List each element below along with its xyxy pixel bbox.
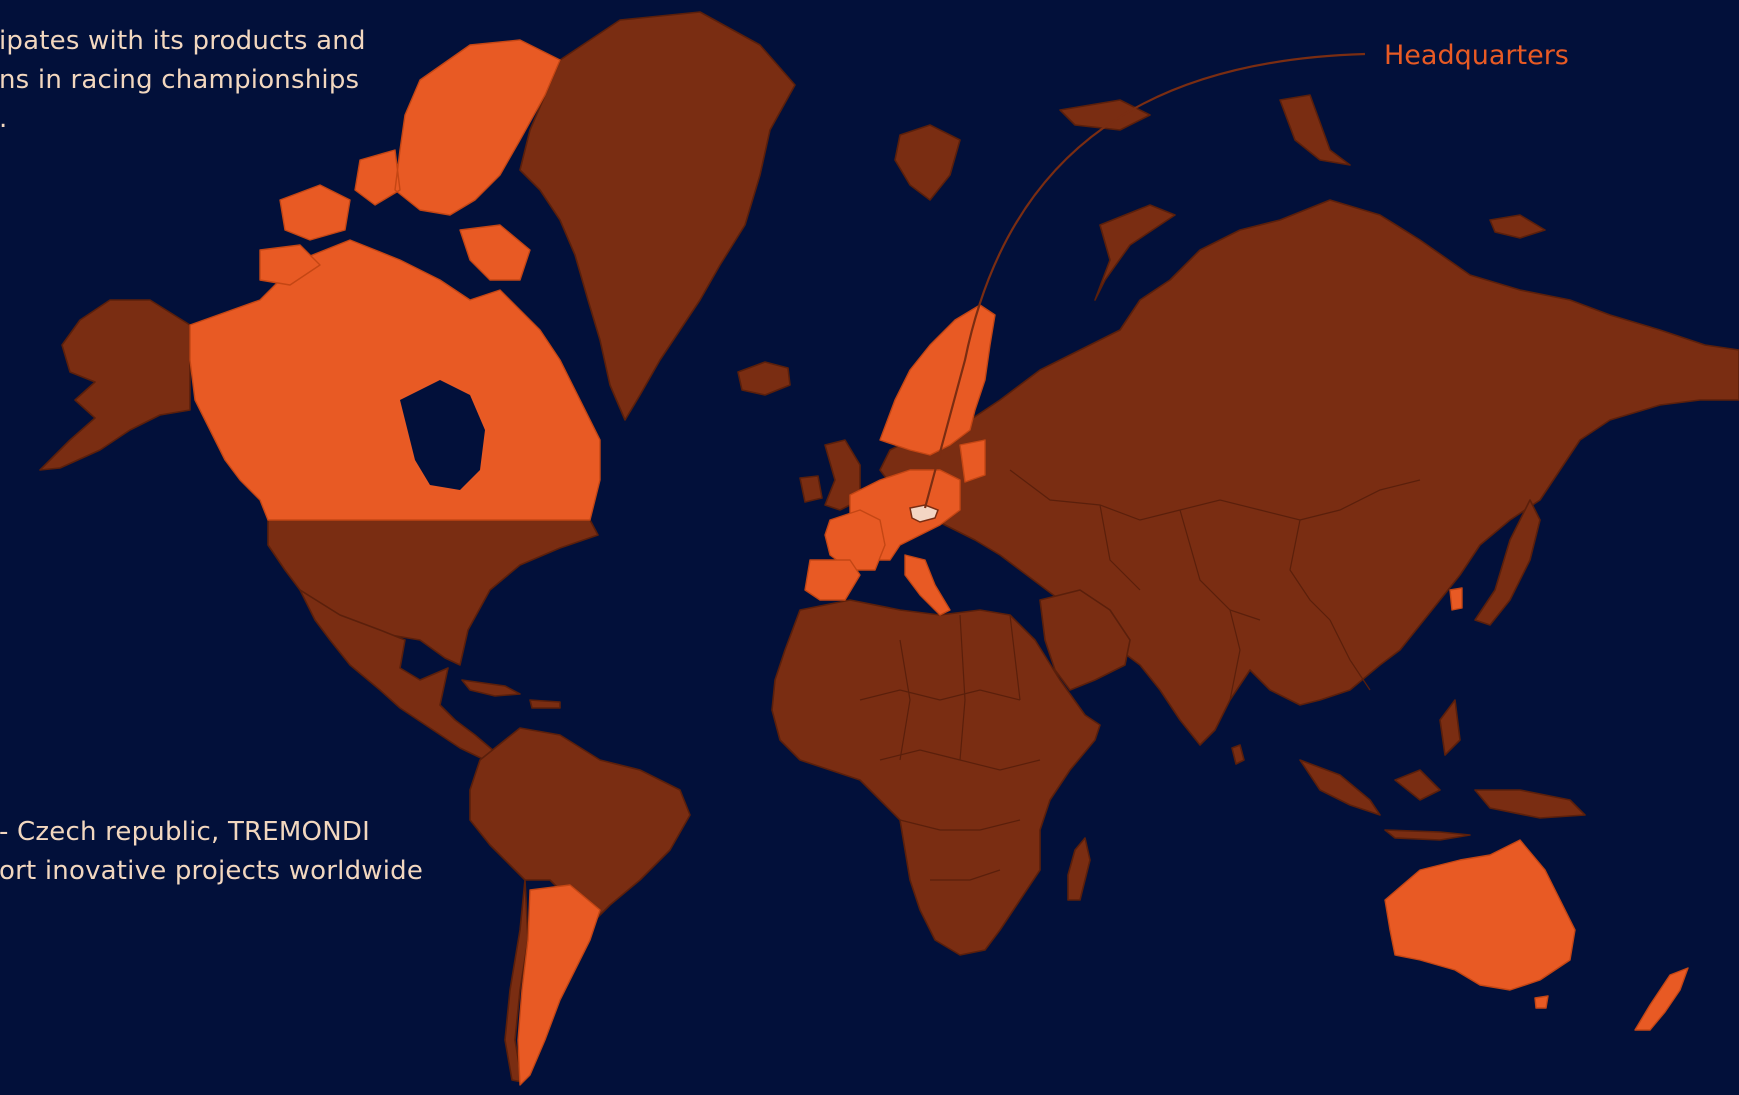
south-america[interactable]: [469, 727, 691, 926]
intro-line: .: [0, 100, 366, 139]
country-alaska[interactable]: [39, 299, 191, 471]
arabian-peninsula[interactable]: [1039, 589, 1131, 691]
country-iceland[interactable]: [737, 361, 791, 396]
country-borders: [859, 469, 1421, 881]
footer-line: ort inovative projects worldwide: [0, 856, 424, 886]
indonesia-philippines[interactable]: [1299, 699, 1586, 841]
intro-line: ipates with its products and: [0, 26, 366, 56]
intro-line: ns in racing championships: [0, 65, 360, 95]
headquarters-label: Headquarters: [1384, 40, 1569, 71]
footer-line: - Czech republic, TREMONDI: [0, 817, 370, 847]
africa[interactable]: [771, 599, 1101, 956]
country-japan[interactable]: [1474, 499, 1541, 626]
country-south-korea[interactable]: [1449, 587, 1463, 611]
country-argentina[interactable]: [517, 884, 601, 1086]
caribbean-islands: [461, 679, 561, 709]
country-spain[interactable]: [804, 559, 861, 601]
country-australia-tasmania[interactable]: [1534, 995, 1549, 1009]
arctic-islands: [894, 94, 1546, 301]
country-france[interactable]: [824, 509, 886, 571]
country-baltic-states[interactable]: [959, 439, 986, 483]
country-scandinavia[interactable]: [879, 304, 996, 456]
country-sri-lanka[interactable]: [1231, 744, 1245, 765]
country-greenland[interactable]: [519, 11, 796, 421]
active-countries: [189, 39, 1689, 1086]
inactive-land: [39, 11, 1739, 1083]
footer-text: - Czech republic, TREMONDI ort inovative…: [0, 813, 423, 891]
country-usa[interactable]: [267, 519, 599, 666]
country-canada[interactable]: [189, 239, 601, 521]
country-australia[interactable]: [1384, 839, 1576, 991]
headquarters-callout-line: [923, 52, 1366, 509]
canada-arctic-archipelago[interactable]: [259, 39, 561, 286]
country-new-zealand[interactable]: [1634, 967, 1689, 1031]
country-mexico-central-america[interactable]: [299, 589, 496, 761]
intro-text: ipates with its products and ns in racin…: [0, 22, 366, 139]
country-italy[interactable]: [904, 554, 951, 616]
country-madagascar[interactable]: [1067, 837, 1091, 901]
country-chile[interactable]: [504, 879, 529, 1083]
